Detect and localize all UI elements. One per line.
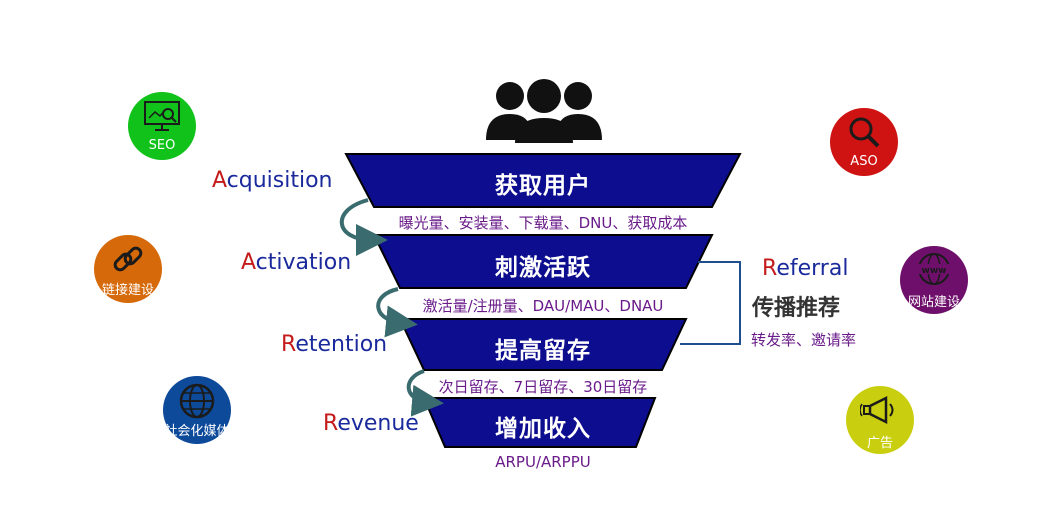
channel-social-media: 社会化媒体 — [163, 376, 231, 444]
users-icon — [486, 79, 602, 143]
funnel-stage-1 — [344, 153, 742, 208]
channel-seo: SEO — [128, 92, 196, 160]
monitor-search-icon — [144, 101, 180, 131]
channel-advertising: 广告 — [846, 386, 914, 454]
channel-aso: ASO — [830, 108, 898, 176]
channel-advertising-label: 广告 — [866, 436, 893, 451]
referral-metrics: 转发率、邀请率 — [751, 331, 857, 349]
referral-bracket — [680, 261, 741, 345]
label-referral: Referral — [762, 256, 849, 281]
flow-arrow-2 — [376, 287, 418, 338]
search-icon — [849, 117, 880, 148]
stage-title-activation: 刺激活跃 — [495, 255, 591, 281]
label-activation: Activation — [241, 250, 352, 275]
flow-arrow-1 — [339, 198, 388, 256]
stage-title-retention: 提高留存 — [495, 338, 591, 364]
stage-metrics-activation: 激活量/注册量、DAU/MAU、DNAU — [422, 297, 664, 315]
label-revenue: Revenue — [323, 411, 419, 436]
channel-website-building-label: 网站建设 — [907, 295, 960, 310]
stage-title-acquisition: 获取用户 — [495, 173, 591, 199]
stage-metrics-revenue: ARPU/ARPPU — [495, 453, 591, 471]
channel-aso-label: ASO — [850, 154, 878, 169]
channel-website-building: www 网站建设 — [900, 246, 968, 314]
referral-title: 传播推荐 — [752, 296, 841, 321]
flow-arrow-3 — [406, 369, 444, 417]
megaphone-icon — [860, 395, 894, 425]
channel-link-building: 链接建设 — [94, 235, 162, 303]
link-icon — [113, 246, 143, 272]
funnel-stage-2 — [372, 234, 714, 289]
label-acquisition: Acquisition — [212, 168, 333, 193]
stage-title-revenue: 增加收入 — [495, 416, 591, 442]
channel-seo-label: SEO — [148, 138, 176, 153]
stage-metrics-retention: 次日留存、7日留存、30日留存 — [438, 378, 648, 396]
stage-metrics-acquisition: 曝光量、安装量、下载量、DNU、获取成本 — [398, 214, 688, 232]
globe-icon — [179, 383, 215, 419]
channel-link-building-label: 链接建设 — [101, 283, 154, 298]
channel-social-media-label: 社会化媒体 — [164, 424, 230, 439]
funnel-stage-4 — [422, 397, 657, 448]
funnel-stage-3 — [398, 318, 688, 371]
label-retention: Retention — [281, 332, 388, 357]
www-icon: www — [918, 253, 950, 285]
svg-text:www: www — [922, 266, 947, 276]
